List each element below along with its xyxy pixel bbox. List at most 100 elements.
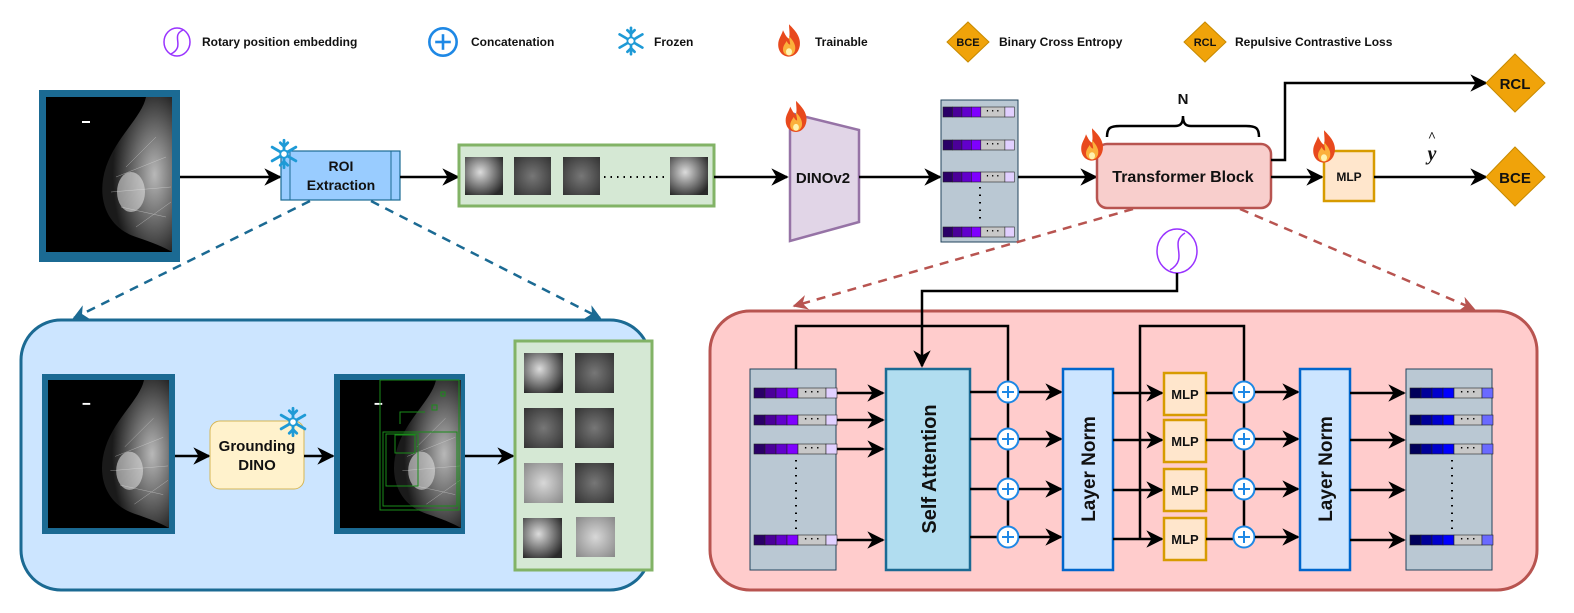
prediction-label: ^ y (1426, 130, 1437, 165)
concat-icon (1232, 525, 1256, 549)
rotary-icon (163, 27, 191, 57)
legend-item-bce: BCE Binary Cross Entropy (946, 21, 1123, 63)
rotary-icon (1156, 228, 1198, 274)
concat-icon (996, 525, 1020, 549)
zoom-connector (1239, 207, 1476, 311)
dinov2-encoder: DINOv2 (785, 100, 861, 243)
mlp-head-label: MLP (1336, 170, 1361, 184)
legend-item-trainable: Trainable (778, 24, 868, 57)
roi-extraction-box: ROI Extraction (270, 138, 401, 201)
svg-text:DINO: DINO (238, 457, 276, 474)
layer-norm-label: Layer Norm (1316, 416, 1337, 522)
flame-icon (778, 24, 800, 57)
patch-thumbnail (524, 353, 563, 393)
svg-text:BCE: BCE (1499, 170, 1531, 187)
legend-label: Repulsive Contrastive Loss (1235, 35, 1393, 49)
svg-text:MLP: MLP (1171, 532, 1199, 547)
mlp-head: MLP (1313, 130, 1376, 203)
residual-connection (794, 324, 1010, 382)
svg-text:y: y (1426, 143, 1437, 165)
bounding-box (385, 433, 419, 487)
svg-text:RCL: RCL (1500, 76, 1531, 93)
flame-icon (1313, 130, 1335, 163)
roi-patches-grid (513, 339, 654, 572)
svg-text:MLP: MLP (1171, 483, 1199, 498)
transformer-label: Transformer Block (1112, 169, 1253, 186)
plus-circle-icon (428, 27, 458, 57)
concat-icon (996, 427, 1020, 451)
legend-label: Binary Cross Entropy (999, 35, 1123, 49)
roi-patches-strip (457, 143, 716, 208)
bounding-box (379, 379, 460, 511)
svg-text:^: ^ (1428, 130, 1436, 145)
self-attention-label: Self Attention (919, 404, 941, 533)
concat-icon (1232, 427, 1256, 451)
legend-label: Trainable (815, 35, 868, 49)
input-tokens (749, 368, 838, 571)
diamond-icon: RCL (1183, 21, 1227, 63)
repeat-brace: N (1105, 91, 1261, 138)
detected-rois-mammogram (334, 374, 465, 534)
legend-item-concatenation: Concatenation (428, 27, 554, 57)
concat-icon (996, 477, 1020, 501)
layer-norm-block-1: Layer Norm (1061, 367, 1115, 572)
input-mammogram-detail (42, 374, 175, 534)
token-embeddings (940, 99, 1019, 243)
patch-thumbnail (563, 157, 600, 195)
legend-item-frozen: Frozen (618, 26, 693, 56)
mlp-block: MLP (1162, 371, 1208, 417)
patch-thumbnail (670, 157, 708, 195)
input-mammogram (39, 90, 180, 262)
legend-label: Rotary position embedding (202, 35, 357, 49)
roi-label-line2: Extraction (307, 177, 375, 193)
legend-label: Frozen (654, 35, 693, 49)
legend: Rotary position embedding Concatenation … (163, 21, 1393, 63)
bounding-box (440, 391, 446, 397)
zoom-connector (72, 199, 311, 320)
rotary-to-attention-arrow (913, 273, 1179, 368)
repeat-label: N (1178, 91, 1189, 108)
residual-connection (1138, 324, 1246, 539)
concat-icon (1232, 477, 1256, 501)
mlp-block: MLP (1162, 418, 1208, 464)
svg-text:Grounding: Grounding (219, 438, 296, 455)
output-tokens (1405, 368, 1494, 571)
grounding-dino-box: Grounding DINO (209, 406, 307, 490)
dinov2-label: DINOv2 (796, 170, 850, 187)
bounding-box (399, 411, 425, 424)
layer-norm-label: Layer Norm (1079, 416, 1100, 522)
legend-item-rotary: Rotary position embedding (163, 27, 357, 57)
mlp-block: MLP (1162, 467, 1208, 513)
zoom-connector (792, 207, 1134, 310)
roi-detail-panel: Grounding DINO (19, 318, 654, 592)
svg-text:RCL: RCL (1194, 37, 1217, 49)
layer-norm-block-2: Layer Norm (1298, 367, 1352, 572)
concat-icon (996, 380, 1020, 404)
roi-label-line1: ROI (329, 158, 354, 174)
zoom-connector (370, 199, 602, 320)
snowflake-icon (618, 26, 644, 56)
rcl-loss: RCL (1485, 53, 1546, 113)
bce-loss: BCE (1485, 146, 1546, 207)
patch-thumbnail (465, 157, 503, 195)
bounding-box (382, 431, 458, 507)
concat-icon (1232, 380, 1256, 404)
bounding-box (431, 404, 438, 411)
transformer-block: Transformer Block (1081, 128, 1273, 210)
legend-label: Concatenation (471, 35, 554, 49)
patch-thumbnail (524, 408, 563, 448)
patch-thumbnail (514, 157, 551, 195)
patch-thumbnail (575, 463, 614, 503)
arrow-to-rcl (1271, 74, 1488, 162)
svg-text:BCE: BCE (956, 37, 979, 49)
self-attention-block: Self Attention (884, 367, 972, 572)
svg-text:MLP: MLP (1171, 387, 1199, 402)
patch-thumbnail (524, 463, 563, 503)
patch-thumbnail (575, 353, 614, 393)
bounding-box (394, 434, 416, 454)
diamond-icon: BCE (946, 21, 990, 63)
mlp-block: MLP (1162, 516, 1208, 562)
transformer-detail-panel: Self Attention Layer Norm MLP (708, 228, 1539, 592)
legend-item-rcl: RCL Repulsive Contrastive Loss (1183, 21, 1393, 63)
